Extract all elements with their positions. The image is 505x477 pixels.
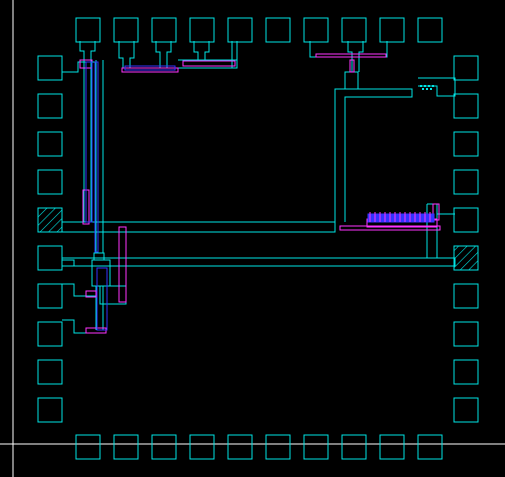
pad-bottom-4 xyxy=(189,434,215,460)
pad-top-9 xyxy=(379,17,405,43)
pink-vertical-long xyxy=(118,226,127,303)
pad-ring xyxy=(37,17,479,460)
pad-top-5 xyxy=(227,17,253,43)
top-stem-2b xyxy=(129,41,135,68)
top-stem-1 xyxy=(79,41,85,62)
pad-bottom-8 xyxy=(341,434,367,460)
main-rail-upper xyxy=(62,221,336,233)
blue-left-bus xyxy=(85,61,93,223)
pad-top-7 xyxy=(303,17,329,43)
pad-right-6 xyxy=(453,245,479,271)
top-stem-3 xyxy=(155,41,161,68)
metal-layer-pink xyxy=(79,53,441,334)
pad-left-2 xyxy=(37,93,63,119)
pad-bottom-7 xyxy=(303,434,329,460)
pad-top-8 xyxy=(341,17,367,43)
pad-right-10 xyxy=(453,397,479,423)
top-stem-2 xyxy=(118,41,124,68)
pad-left-7 xyxy=(37,283,63,309)
pink-strip-top-2 xyxy=(182,60,236,67)
pad-top-2 xyxy=(113,17,139,43)
pink-connector-1 xyxy=(85,290,97,298)
lower-left-tap-3 xyxy=(62,259,75,266)
pink-right-pad-stub xyxy=(432,203,440,221)
junction-cap xyxy=(93,252,105,261)
pad-top-10 xyxy=(417,17,443,43)
top-stem-9 xyxy=(347,41,353,72)
top-strip-b xyxy=(178,59,238,69)
top-stem-4b xyxy=(204,41,210,60)
pink-strip-top-1 xyxy=(121,67,179,73)
top-stem-3b xyxy=(166,41,172,68)
right-vertical-rail xyxy=(334,88,413,222)
pad-bottom-3 xyxy=(151,434,177,460)
pad-bottom-2 xyxy=(113,434,139,460)
pad-bottom-10 xyxy=(417,434,443,460)
pad-right-8 xyxy=(453,321,479,347)
pad-top-1 xyxy=(75,17,101,43)
core-wiring xyxy=(62,41,456,334)
lower-left-tap-1 xyxy=(62,283,96,297)
pad-left-5 xyxy=(37,207,63,233)
pad-top-4 xyxy=(189,17,215,43)
top-right-dots xyxy=(420,85,434,90)
lower-left-tap-2 xyxy=(62,319,96,334)
pad-top-6 xyxy=(265,17,291,43)
blue-right-row xyxy=(367,213,435,223)
pad-left-8 xyxy=(37,321,63,347)
pad-right-1 xyxy=(453,55,479,81)
pad-left-3 xyxy=(37,131,63,157)
pad-right-5 xyxy=(453,207,479,233)
pad-right-9 xyxy=(453,359,479,385)
pad-left-10 xyxy=(37,397,63,423)
top-stem-1b xyxy=(90,41,96,62)
pad-bottom-5 xyxy=(227,434,253,460)
pad-right-7 xyxy=(453,283,479,309)
metal-layer-blue xyxy=(85,61,435,331)
pad-right-4 xyxy=(453,169,479,195)
blue-left-bus-2 xyxy=(94,61,99,253)
pad-left-4 xyxy=(37,169,63,195)
blue-junction xyxy=(96,267,108,331)
pad-left-9 xyxy=(37,359,63,385)
top-stem-9b xyxy=(358,41,364,72)
main-rail-lower xyxy=(62,257,456,267)
pad-bottom-6 xyxy=(265,434,291,460)
pink-top-right-via xyxy=(349,59,355,73)
pad-bottom-1 xyxy=(75,434,101,460)
pad-right-2 xyxy=(453,93,479,119)
right-comb xyxy=(369,212,431,222)
top-stem-4 xyxy=(193,41,199,60)
pad-right-3 xyxy=(453,131,479,157)
pad-left-1 xyxy=(37,55,63,81)
pad-top-3 xyxy=(151,17,177,43)
blue-top-strip xyxy=(124,65,176,71)
pink-right-row-2 xyxy=(339,225,441,231)
right-pad-connector xyxy=(427,203,455,215)
pad-bottom-9 xyxy=(379,434,405,460)
pink-strip-top-3 xyxy=(315,53,387,58)
